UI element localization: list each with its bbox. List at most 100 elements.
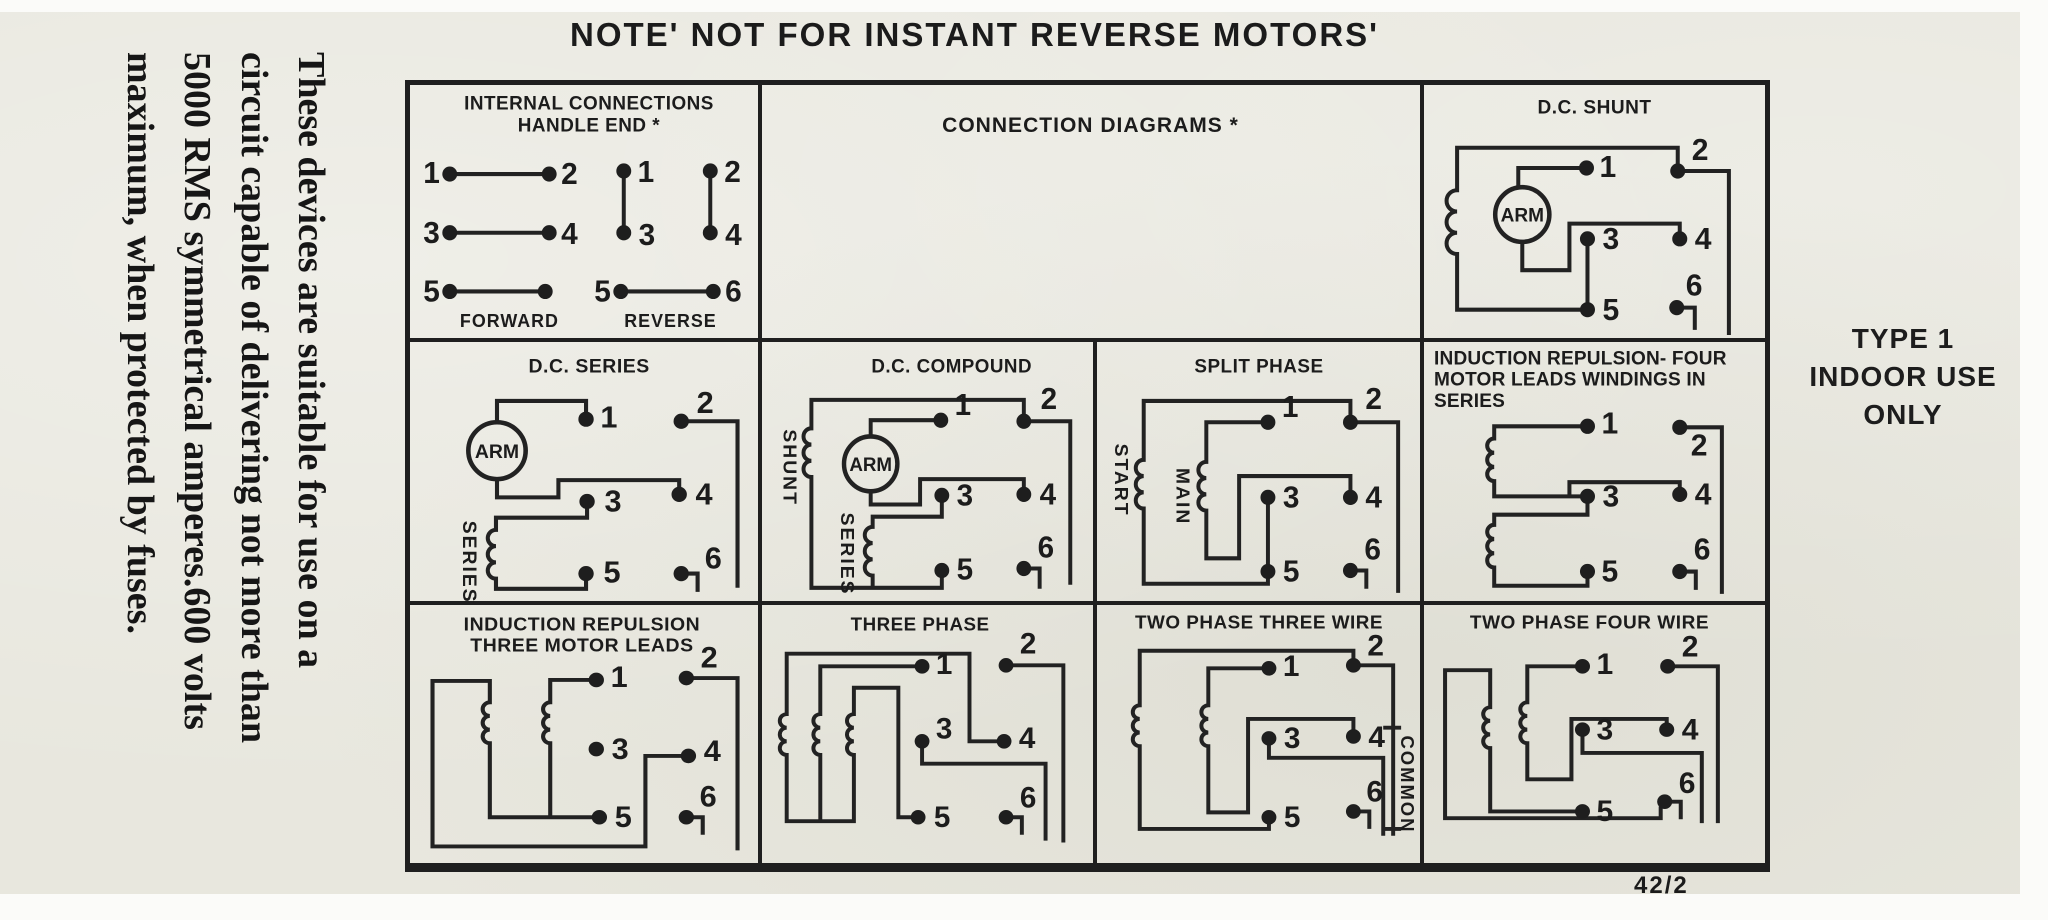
terminal-dot	[1574, 722, 1590, 737]
connection-diagrams-heading: CONNECTION DIAGRAMS *	[942, 113, 1238, 137]
terminal-dot	[1260, 489, 1276, 506]
dc-compound-diagram: D.C. COMPOUND ARM SHUNT SERIES 1 2 3 4 5…	[779, 356, 1073, 596]
terminal-number: 2	[1020, 628, 1036, 661]
terminal-dots	[578, 411, 689, 582]
terminal-number: 6	[1679, 767, 1696, 800]
terminal-number: 3	[604, 485, 621, 519]
type-rating-block: TYPE 1 INDOOR USE ONLY	[1772, 320, 2034, 434]
terminal-dots	[1261, 658, 1361, 825]
diagram-table: INTERNAL CONNECTIONS HANDLE END * 1 2 3 …	[405, 80, 1770, 872]
cell-dc-series: D.C. SERIES ARM SERIES 1 2 3 4 5 6	[410, 342, 762, 605]
terminal-dot	[1260, 563, 1276, 580]
cell-three-phase: THREE PHASE 1 2 3 4 5 6	[762, 605, 1097, 863]
terminal-number: 2	[701, 642, 718, 674]
terminal-dot	[1016, 413, 1032, 429]
terminal-dot	[1345, 729, 1361, 744]
terminal-dots	[1578, 160, 1688, 318]
terminal-number: 5	[1597, 796, 1614, 829]
terminal-dot	[578, 565, 594, 582]
terminal-dot	[1579, 231, 1596, 247]
terminal-dot	[705, 283, 721, 300]
terminal-number: 6	[1686, 269, 1703, 302]
terminal-dot	[1579, 418, 1596, 434]
wires	[1444, 145, 1731, 335]
armature-circle	[466, 419, 528, 482]
terminal-number: 2	[1367, 630, 1384, 663]
terminal-number: 1	[1283, 650, 1300, 683]
reverse-label: REVERSE	[624, 311, 716, 331]
armature-label: ARM	[849, 455, 892, 476]
side-disclaimer-text: These devices are suitable for use on a …	[107, 52, 339, 764]
terminal-dot	[671, 486, 687, 502]
terminal-number: 6	[1366, 776, 1383, 809]
terminal-number: 4	[1365, 481, 1382, 514]
terminal-dot	[588, 741, 604, 757]
terminal-number: 6	[1038, 531, 1054, 564]
terminal-number: 1	[1600, 151, 1617, 184]
terminal-dot	[442, 166, 458, 182]
terminal-dot	[914, 659, 930, 674]
terminal-number: 4	[1040, 478, 1057, 511]
terminal-number: 6	[700, 781, 717, 813]
terminal-dot	[998, 809, 1014, 825]
terminal-dot	[1016, 560, 1032, 577]
main-winding-label: MAIN	[1172, 468, 1193, 525]
shunt-winding-label: SHUNT	[779, 429, 800, 506]
terminal-number: 1	[1282, 391, 1299, 424]
side-text-line: These devices are suitable for use on a	[290, 52, 332, 669]
cell-induction-repulsion-four: INDUCTION REPULSION- FOUR MOTOR LEADS WI…	[1424, 342, 1765, 605]
terminal-number: 6	[725, 275, 742, 308]
terminal-dot	[1657, 794, 1673, 809]
terminal-number: 3	[957, 479, 973, 512]
terminal-dots	[933, 412, 1032, 579]
terminal-number: 5	[1284, 801, 1301, 834]
terminal-number: 4	[725, 219, 742, 252]
terminal-dot	[1672, 419, 1688, 435]
terminal-dot	[541, 225, 557, 241]
terminal-number: 1	[611, 661, 628, 693]
cell-title: THREE MOTOR LEADS	[470, 636, 693, 656]
terminal-dots	[1579, 418, 1688, 580]
terminal-number: 1	[600, 400, 617, 434]
terminal-number: 3	[1603, 223, 1620, 256]
dc-series-diagram: D.C. SERIES ARM SERIES 1 2 3 4 5 6	[458, 356, 740, 601]
split-phase-diagram: SPLIT PHASE START MAIN 1 2 3 4 5 6	[1110, 356, 1401, 593]
terminal-number: 3	[612, 733, 629, 765]
terminal-dot	[1659, 722, 1675, 737]
terminal-number: 5	[594, 275, 611, 308]
terminal-dot	[442, 283, 458, 300]
terminal-number: 3	[936, 713, 952, 746]
type-rating-line: INDOOR USE	[1809, 361, 1997, 392]
terminal-dots	[442, 163, 721, 300]
terminal-dot	[1260, 414, 1276, 430]
side-text-line: 5000 RMS symmetrical amperes.600 volts	[176, 52, 218, 730]
terminal-number: 2	[1691, 430, 1708, 463]
terminal-dot	[1670, 163, 1686, 179]
terminal-dot	[613, 283, 629, 300]
terminal-dot	[678, 809, 695, 825]
terminal-dot	[1660, 659, 1676, 674]
terminal-number: 6	[1694, 533, 1711, 566]
terminal-number: 4	[1682, 714, 1699, 747]
internal-connections-diagram: INTERNAL CONNECTIONS HANDLE END * 1 2 3 …	[423, 93, 742, 331]
cell-title: TWO PHASE FOUR WIRE	[1470, 612, 1709, 633]
wires	[485, 398, 740, 592]
terminal-number: 6	[705, 542, 722, 576]
terminal-number: 5	[1603, 294, 1620, 327]
cell-title: INDUCTION REPULSION- FOUR	[1434, 348, 1727, 369]
terminal-dot	[910, 809, 926, 825]
terminal-dot	[579, 493, 595, 510]
armature-label: ARM	[475, 441, 519, 463]
terminal-dot	[998, 658, 1014, 673]
terminal-dot	[1261, 660, 1277, 676]
cell-connection-diagrams: CONNECTION DIAGRAMS *	[762, 85, 1424, 342]
cell-dc-shunt: D.C. SHUNT ARM 1 2 3 4 5 6	[1424, 85, 1765, 342]
terminal-number: 1	[638, 156, 655, 189]
terminal-dot	[934, 487, 950, 503]
side-text-line: maximum, when protected by fuses.	[119, 52, 161, 634]
terminal-number: 4	[1695, 223, 1712, 256]
terminal-number: 3	[1284, 722, 1301, 755]
series-winding-label: SERIES	[458, 521, 480, 601]
terminal-number: 1	[955, 389, 971, 422]
terminal-dot	[1672, 486, 1688, 502]
